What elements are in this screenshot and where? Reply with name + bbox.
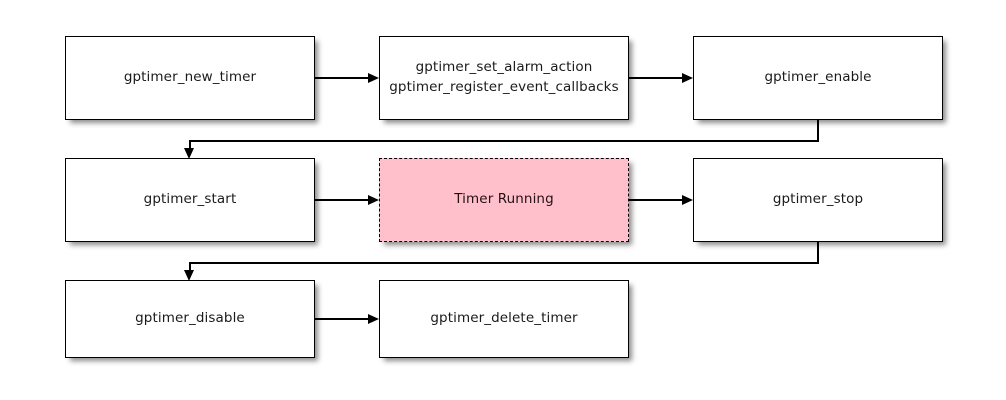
edge-timer-running-to-stop-arrowhead (682, 194, 693, 205)
edge-enable-to-start-segment-down (817, 120, 819, 142)
node-label: gptimer_start (143, 191, 237, 208)
node-gptimer-start[interactable]: gptimer_start (65, 158, 315, 242)
node-label: Timer Running (454, 191, 554, 208)
edge-set-alarm-to-enable-line (629, 77, 682, 79)
edge-new-timer-to-set-alarm-line (315, 77, 368, 79)
edge-enable-to-start-arrowhead (184, 148, 195, 159)
node-gptimer-enable[interactable]: gptimer_enable (693, 36, 943, 120)
node-label-line-1: gptimer_set_alarm_action (415, 59, 593, 76)
node-label-line-2: gptimer_register_event_callbacks (389, 79, 619, 95)
node-label: gptimer_delete_timer (430, 310, 578, 327)
edge-stop-to-disable-arrowhead (184, 270, 195, 281)
node-timer-running[interactable]: Timer Running (379, 158, 629, 242)
edge-enable-to-start-segment-drop (189, 140, 191, 151)
node-label: gptimer_stop (772, 191, 864, 208)
edge-stop-to-disable-segment-down (817, 242, 819, 264)
edge-enable-to-start-segment-left (189, 140, 818, 142)
node-label: gptimer_disable (135, 310, 245, 327)
edge-start-to-timer-running-line (315, 199, 368, 201)
node-gptimer-set-alarm-action[interactable]: gptimer_set_alarm_action gptimer_registe… (379, 36, 629, 120)
edge-new-timer-to-set-alarm-arrowhead (368, 72, 379, 83)
node-label: gptimer_enable (764, 69, 872, 86)
edge-start-to-timer-running-arrowhead (368, 194, 379, 205)
edge-timer-running-to-stop-line (629, 199, 682, 201)
node-label: gptimer_new_timer (123, 69, 257, 86)
edge-disable-to-delete-timer-arrowhead (368, 313, 379, 324)
node-gptimer-disable[interactable]: gptimer_disable (65, 280, 315, 358)
edge-stop-to-disable-segment-left (189, 262, 818, 264)
node-gptimer-delete-timer[interactable]: gptimer_delete_timer (379, 280, 629, 358)
node-gptimer-new-timer[interactable]: gptimer_new_timer (65, 36, 315, 120)
node-gptimer-stop[interactable]: gptimer_stop (693, 158, 943, 242)
edge-set-alarm-to-enable-arrowhead (682, 72, 693, 83)
edge-stop-to-disable-segment-drop (189, 262, 191, 273)
edge-disable-to-delete-timer-line (315, 318, 368, 320)
